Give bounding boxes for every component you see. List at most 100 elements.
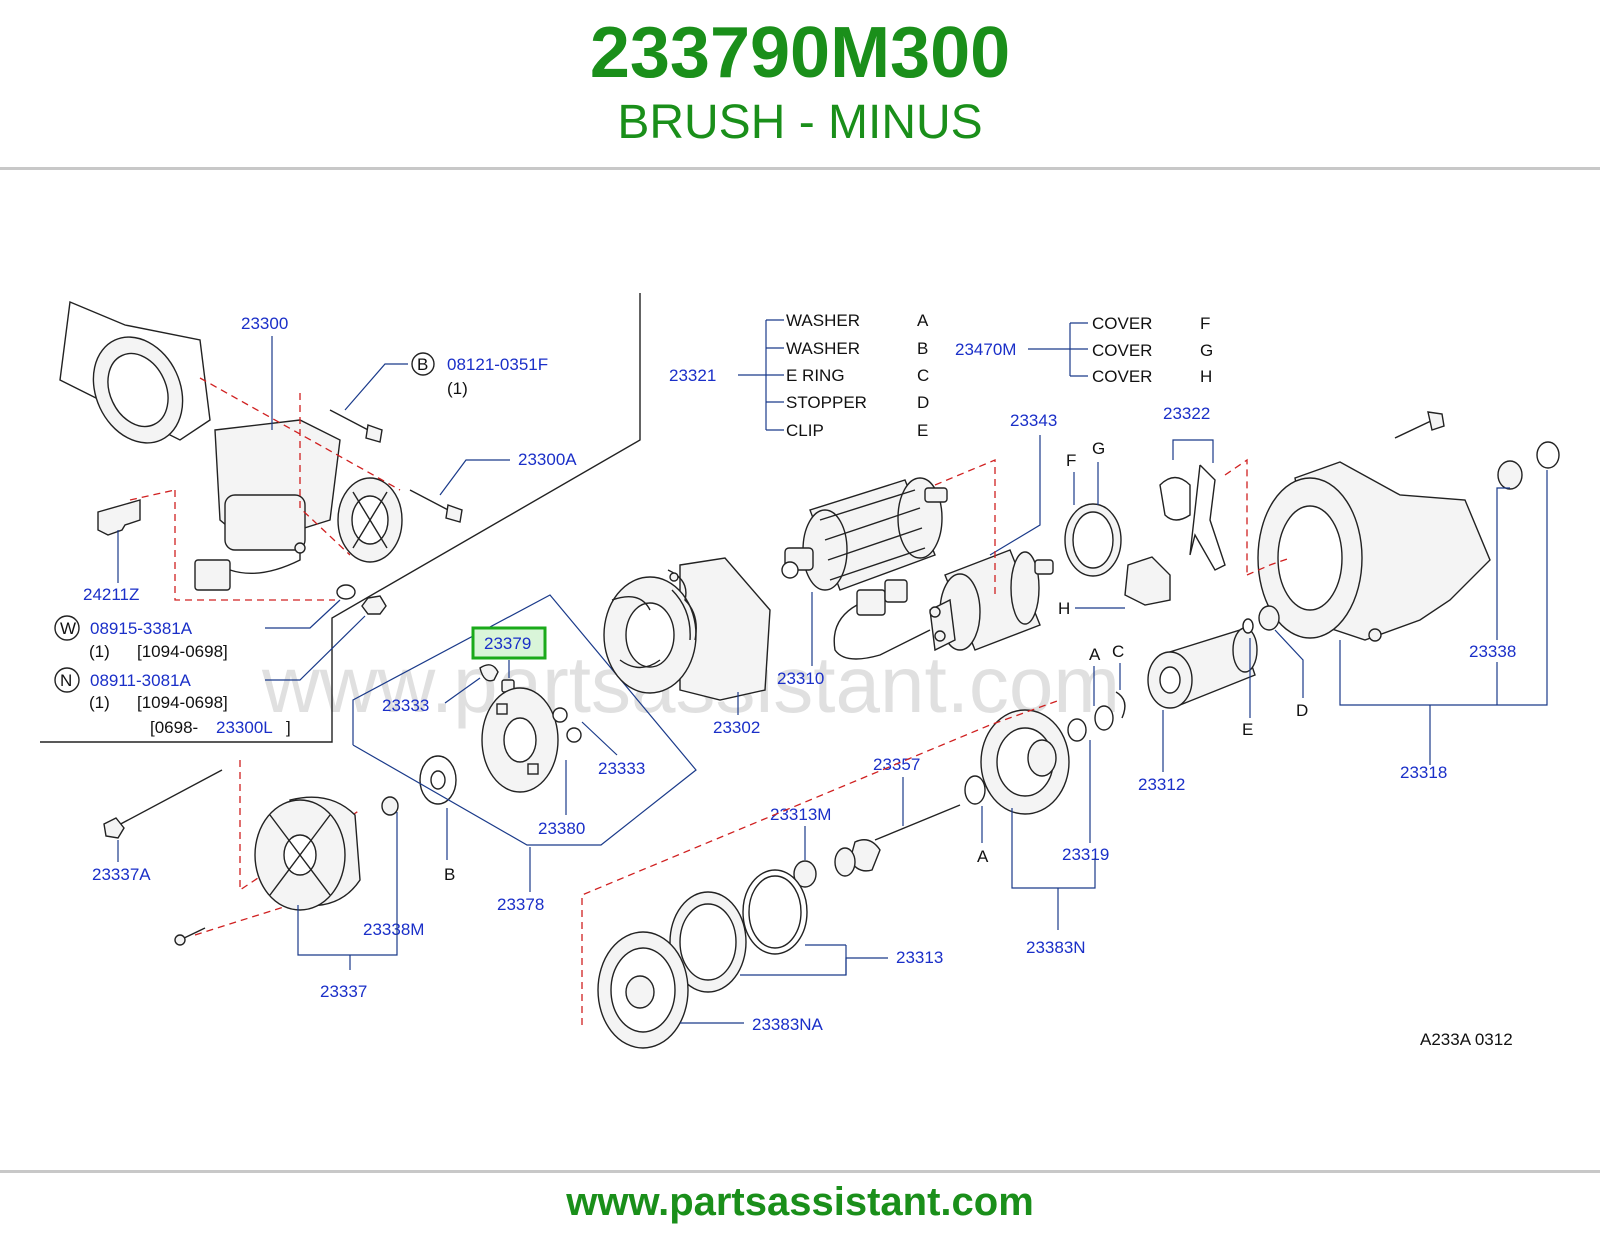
footer-website-link[interactable]: www.partsassistant.com: [566, 1180, 1034, 1224]
callout-B: B: [417, 355, 428, 374]
range-0698-suffix: ]: [286, 718, 291, 737]
ring-E: [1242, 618, 1254, 634]
yoke-field-coil-23302: [603, 557, 771, 701]
label-23380[interactable]: 23380: [538, 819, 585, 838]
legend-23470M-row: COVER G: [1070, 341, 1213, 360]
legend-23321-row: E RING C: [766, 366, 929, 385]
pinion-clutch-23312: [1147, 627, 1258, 709]
gear-23313M: [793, 860, 817, 888]
legend-23470M-row: COVER H: [1070, 367, 1212, 386]
label-23337A[interactable]: 23337A: [92, 865, 151, 884]
label-08911-3081A[interactable]: 08911-3081A: [90, 671, 191, 690]
callout-W: W: [60, 619, 76, 638]
spring-23333: [552, 707, 582, 743]
label-23378[interactable]: 23378: [497, 895, 544, 914]
label-B-washer: B: [444, 865, 455, 884]
legend-23470M-code: F: [1200, 314, 1210, 333]
rear-cover-23337: [254, 796, 361, 911]
legend-23321-row: CLIP E: [766, 421, 928, 440]
label-C2: C: [1112, 642, 1124, 661]
label-A-ring: A: [977, 847, 989, 866]
through-bolt-23337A: [103, 769, 223, 839]
label-23319[interactable]: 23319: [1062, 845, 1109, 864]
legend-23321-row: WASHER A: [766, 311, 929, 330]
shift-lever-23322: [1159, 464, 1226, 571]
screw-23338M: [174, 927, 206, 946]
label-23300A[interactable]: 23300A: [518, 450, 577, 469]
cap-24211Z: [97, 499, 141, 536]
starter-assembly-drawing: [59, 300, 403, 591]
legend-23321-name: CLIP: [786, 421, 824, 440]
footer-divider: [0, 1170, 1600, 1173]
legend-23321-code: C: [917, 366, 929, 385]
label-23313[interactable]: 23313: [896, 948, 943, 967]
label-23300[interactable]: 23300: [241, 314, 288, 333]
legend-23321-row: STOPPER D: [766, 393, 929, 412]
bolt-08121: [329, 409, 383, 443]
plug-23338: [1536, 441, 1560, 469]
legend-23321-name: WASHER: [786, 339, 860, 358]
range-08915: [1094-0698]: [137, 642, 228, 661]
label-23337[interactable]: 23337: [320, 982, 367, 1001]
solenoid-switch-23343: [929, 549, 1054, 652]
pinion-shaft-23357: [834, 804, 961, 877]
qty-08911: (1): [89, 693, 110, 712]
armature-23310: [781, 477, 948, 591]
range-0698-prefix: [0698-: [150, 718, 198, 737]
highlight-box-23379[interactable]: [471, 626, 547, 660]
legend-23470M-code: G: [1200, 341, 1213, 360]
ring-A: [964, 775, 986, 805]
qty-08121: (1): [447, 379, 468, 398]
label-23322[interactable]: 23322: [1163, 404, 1210, 423]
washer-23319: [1067, 718, 1087, 742]
label-G: G: [1092, 439, 1105, 458]
cover-H: [1124, 556, 1171, 606]
brush-minus-23379: [479, 664, 515, 693]
label-23343[interactable]: 23343: [1010, 411, 1057, 430]
gear-case-23383NA: [597, 931, 689, 1049]
label-08915-3381A[interactable]: 08915-3381A: [90, 619, 193, 638]
bolt-23300A: [409, 489, 463, 523]
label-23470M[interactable]: 23470M: [955, 340, 1016, 359]
label-23310[interactable]: 23310: [777, 669, 824, 688]
bushing-23338: [1497, 460, 1523, 490]
stopper-D: [1258, 605, 1280, 631]
legend-23321-code: B: [917, 339, 928, 358]
internal-gear-23313: [669, 869, 808, 993]
inset-panel-border: [40, 293, 641, 743]
label-23383N[interactable]: 23383N: [1026, 938, 1086, 957]
label-23379-highlighted[interactable]: 23379: [484, 634, 531, 653]
washer-A2: [1094, 705, 1114, 731]
label-23333-right[interactable]: 23333: [598, 759, 645, 778]
legend-23470M-row: COVER F: [1070, 314, 1210, 333]
label-08121-0351F[interactable]: 08121-0351F: [447, 355, 548, 374]
range-08911: [1094-0698]: [137, 693, 228, 712]
legend-23470M: COVER F COVER G COVER H: [1070, 314, 1213, 386]
label-23321[interactable]: 23321: [669, 366, 716, 385]
legend-23470M-name: COVER: [1092, 367, 1152, 386]
group-outline-23378: [352, 594, 697, 846]
label-24211Z[interactable]: 24211Z: [83, 585, 139, 604]
label-23300L[interactable]: 23300L: [216, 718, 273, 737]
label-23318[interactable]: 23318: [1400, 763, 1447, 782]
drive-housing-23318: [1257, 461, 1491, 642]
legend-23321-code: E: [917, 421, 928, 440]
brush-holder-plate-23380: [481, 687, 559, 793]
part-number-title: 233790M300: [589, 13, 1011, 93]
label-23313M[interactable]: 23313M: [770, 805, 831, 824]
label-23333-left[interactable]: 23333: [382, 696, 429, 715]
label-F: F: [1066, 451, 1076, 470]
legend-23470M-name: COVER: [1092, 314, 1152, 333]
qty-08915: (1): [89, 642, 110, 661]
solenoid-wire-connector: [833, 579, 931, 660]
legend-23321-name: WASHER: [786, 311, 860, 330]
part-name-subtitle: BRUSH - MINUS: [617, 96, 983, 149]
label-23302[interactable]: 23302: [713, 718, 760, 737]
label-23383NA[interactable]: 23383NA: [752, 1015, 824, 1034]
label-D2: D: [1296, 701, 1308, 720]
label-23312[interactable]: 23312: [1138, 775, 1185, 794]
legend-23470M-name: COVER: [1092, 341, 1152, 360]
label-23338[interactable]: 23338: [1469, 642, 1516, 661]
label-23338M[interactable]: 23338M: [363, 920, 424, 939]
header-divider: [0, 167, 1600, 170]
